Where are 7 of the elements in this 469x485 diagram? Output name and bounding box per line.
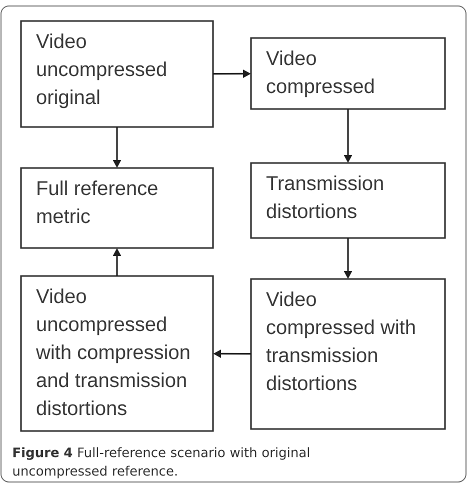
process-box: Video compressed [250, 37, 446, 110]
process-box: Video uncompressed with compression and transmission distortions [20, 275, 214, 432]
figure-caption: Figure 4 Full-reference scenario with original uncompressed reference. [13, 447, 310, 478]
process-box: Video compressed with transmission distortions [250, 278, 446, 430]
process-box: Full reference metric [20, 167, 214, 249]
process-box: Transmission distortions [250, 162, 446, 239]
process-box: Video uncompressed original [20, 20, 214, 128]
